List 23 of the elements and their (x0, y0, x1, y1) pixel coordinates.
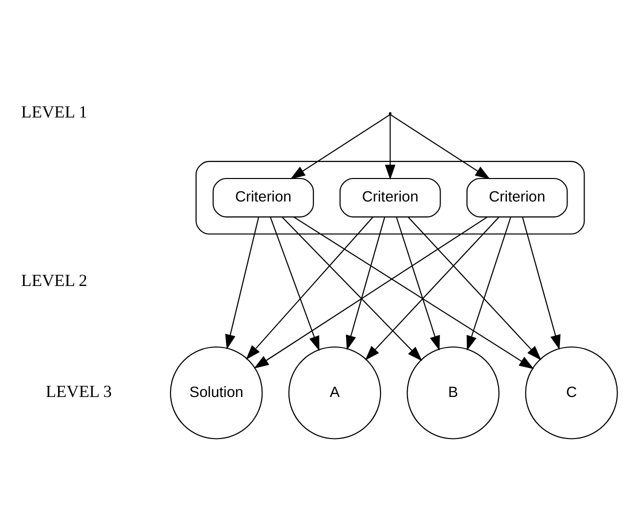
arrow (225, 216, 260, 350)
arrow (293, 216, 534, 369)
cluster (196, 160, 585, 234)
arrow (346, 216, 386, 350)
node-box: Criterion (466, 177, 568, 217)
node-box: Criterion (212, 177, 314, 217)
arrow (254, 216, 488, 368)
node-box: Criterion (340, 177, 441, 217)
arrow (270, 216, 320, 351)
arrow (365, 216, 500, 360)
arrow (408, 216, 542, 360)
arrow (290, 114, 390, 179)
node-point (388, 112, 392, 114)
label: LEVEL 3 (46, 381, 112, 400)
arrow (384, 114, 396, 180)
arrow (390, 114, 490, 179)
arrow (522, 216, 561, 350)
arrow (396, 216, 440, 350)
label: LEVEL 2 (21, 270, 88, 290)
arrow (466, 216, 512, 350)
arrow (282, 216, 422, 361)
label: LEVEL 1 (21, 102, 88, 122)
arrow (246, 216, 374, 360)
